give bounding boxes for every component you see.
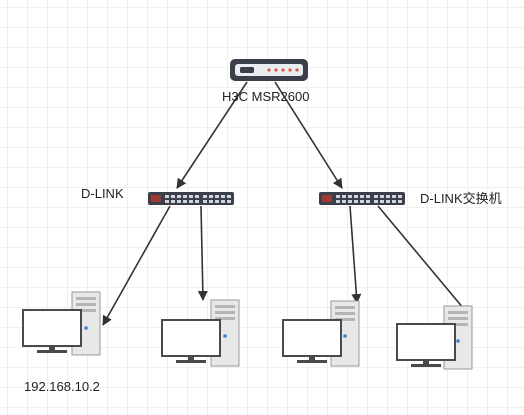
pc1-ip-label: 192.168.10.2 xyxy=(24,379,100,394)
router-label: H3C MSR2600 xyxy=(222,89,310,104)
switch-right-label: D-LINK交换机 xyxy=(420,191,502,206)
pc3-icon xyxy=(282,300,360,367)
switch-left-icon xyxy=(148,192,234,205)
arrow-switch-left-to-pc1 xyxy=(102,205,171,326)
router-icon xyxy=(230,59,308,81)
arrow-router-to-switch-right xyxy=(274,81,343,189)
pc4-icon xyxy=(396,305,473,370)
switch-left-label: D-LINK xyxy=(81,186,124,201)
arrow-switch-left-to-pc2 xyxy=(197,205,208,301)
arrow-router-to-switch-left xyxy=(176,81,248,189)
arrow-switch-right-to-pc4 xyxy=(377,205,470,316)
pc2-icon xyxy=(161,299,240,367)
arrow-switch-right-to-pc3 xyxy=(349,205,362,304)
pc1-icon xyxy=(22,291,101,356)
switch-right-icon xyxy=(319,192,405,205)
connections xyxy=(102,81,470,326)
